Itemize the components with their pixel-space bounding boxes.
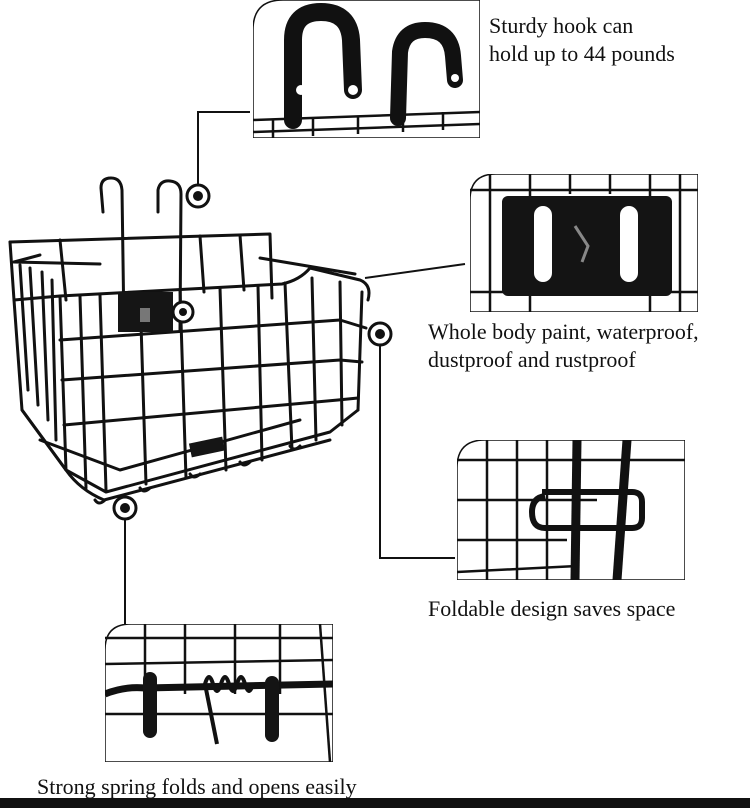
caption-hook-line2: hold up to 44 pounds [489, 41, 675, 66]
fold-clip-detail [528, 489, 645, 531]
connector-hook [197, 111, 250, 196]
hook-detail-left [284, 2, 362, 129]
hook-detail-right [390, 21, 463, 126]
caption-hook-line1: Sturdy hook can [489, 13, 634, 38]
bottom-border-bar [0, 798, 750, 808]
caption-paint-line1: Whole body paint, waterproof, [428, 319, 699, 344]
caption-spring: Strong spring folds and opens easily [37, 774, 357, 799]
caption-paint-line2: dustproof and rustproof [428, 347, 636, 372]
detail-frame-hooks [253, 0, 480, 138]
caption-fold: Foldable design saves space [428, 596, 676, 621]
connector-fold [379, 336, 455, 559]
detail-frame-plate [470, 174, 698, 312]
detail-frame-fold [457, 440, 685, 580]
basket-hook-right [156, 179, 183, 332]
basket-hook-left [99, 176, 126, 332]
spring-coil-detail [203, 675, 255, 693]
callout-dot-spring [112, 495, 138, 521]
connector-paint [364, 263, 466, 279]
callout-dot-hook [185, 183, 211, 209]
callout-dot-fold [367, 321, 393, 347]
callout-dot-plate [171, 300, 195, 324]
detail-frame-spring [105, 624, 333, 762]
